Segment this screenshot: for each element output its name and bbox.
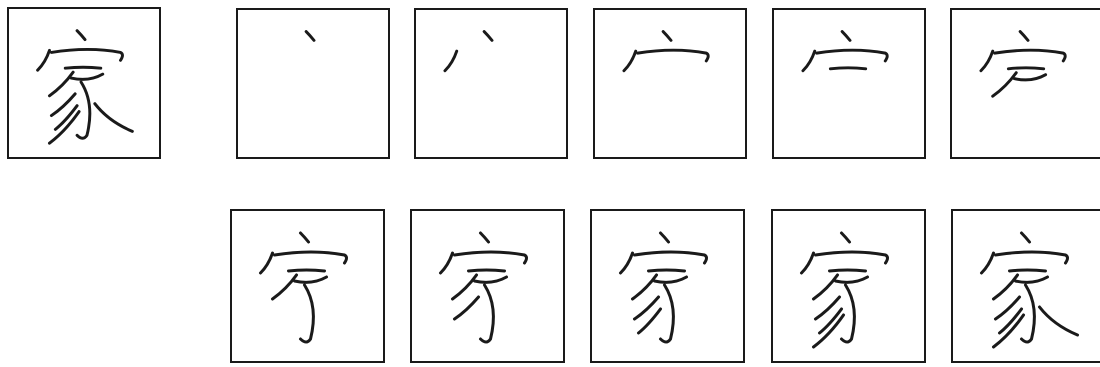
stroke-4 [828,268,867,273]
stroke-4 [1008,268,1047,273]
stroke-8 [53,104,79,131]
stroke-2 [259,251,274,275]
stroke-5 [991,71,1048,98]
stroke-order-step-2 [414,8,568,159]
stroke-order-step-3 [593,8,747,159]
stroke-8 [998,307,1023,335]
stroke-7 [49,92,77,118]
stroke-3 [49,48,124,62]
stroke-3 [273,250,348,265]
stroke-4 [1006,66,1046,71]
reference-character-glyph [36,29,134,145]
stroke-order-step-9 [771,209,926,363]
stroke-order-step-7-glyph [439,231,528,344]
stroke-4 [63,65,103,70]
stroke-order-step-5 [950,8,1100,159]
stroke-3 [815,48,889,63]
stroke-order-step-1-glyph [304,30,316,42]
stroke-order-step-4-glyph [801,30,889,73]
stroke-order-step-6-glyph [259,231,348,344]
stroke-5 [992,273,1049,301]
stroke-10 [1038,305,1079,337]
stroke-order-step-6 [230,209,385,363]
stroke-7 [994,295,1021,321]
stroke-3 [633,250,708,265]
stroke-1 [840,30,852,42]
stroke-10 [93,102,134,133]
stroke-order-step-8 [590,209,745,363]
stroke-2 [36,48,51,72]
stroke-9 [992,313,1025,349]
stroke-3 [453,250,528,265]
stroke-6 [299,283,315,344]
stroke-7 [633,295,660,321]
stroke-3 [994,250,1069,265]
stroke-2 [980,251,995,275]
stroke-1 [840,231,851,244]
stroke-8 [818,307,843,335]
stroke-order-step-10-glyph [980,231,1079,349]
stroke-4 [647,268,686,273]
stroke-1 [1018,30,1030,42]
stroke-3 [636,48,710,63]
stroke-5 [631,273,688,301]
stroke-9 [812,313,845,349]
stroke-7 [814,295,841,321]
stroke-2 [622,49,638,73]
stroke-2 [619,251,634,275]
stroke-3 [814,250,889,265]
stroke-2 [800,251,815,275]
stroke-5 [271,273,328,301]
stroke-2 [443,49,459,73]
stroke-order-step-1 [236,8,390,159]
stroke-order-step-2-glyph [443,30,494,73]
stroke-8 [637,307,662,335]
stroke-5 [812,273,869,301]
stroke-5 [451,273,508,301]
stroke-2 [801,49,817,73]
stroke-1 [299,231,310,244]
stroke-6 [659,283,675,344]
stroke-1 [304,30,316,42]
stroke-1 [659,231,670,244]
stroke-order-step-7 [410,209,565,363]
stroke-1 [661,30,673,42]
stroke-9 [47,110,81,145]
stroke-4 [828,66,868,71]
stroke-2 [439,251,454,275]
stroke-1 [1020,231,1031,244]
stroke-7 [453,295,480,321]
stroke-6 [75,80,92,140]
stroke-6 [479,283,495,344]
stroke-2 [979,49,995,73]
stroke-1 [75,29,87,42]
stroke-1 [482,30,494,42]
stroke-5 [47,70,105,98]
stroke-order-step-3-glyph [622,30,710,73]
stroke-order-step-4 [772,8,926,159]
stroke-order-step-8-glyph [619,231,708,344]
stroke-order-step-9-glyph [800,231,889,349]
stroke-4 [287,268,326,273]
stroke-3 [993,48,1067,63]
stroke-6 [840,283,856,344]
stroke-6 [1020,283,1036,344]
reference-character-box [7,7,161,159]
stroke-order-step-10 [951,209,1100,363]
stroke-order-step-5-glyph [979,30,1067,98]
stroke-1 [479,231,490,244]
stroke-4 [467,268,506,273]
